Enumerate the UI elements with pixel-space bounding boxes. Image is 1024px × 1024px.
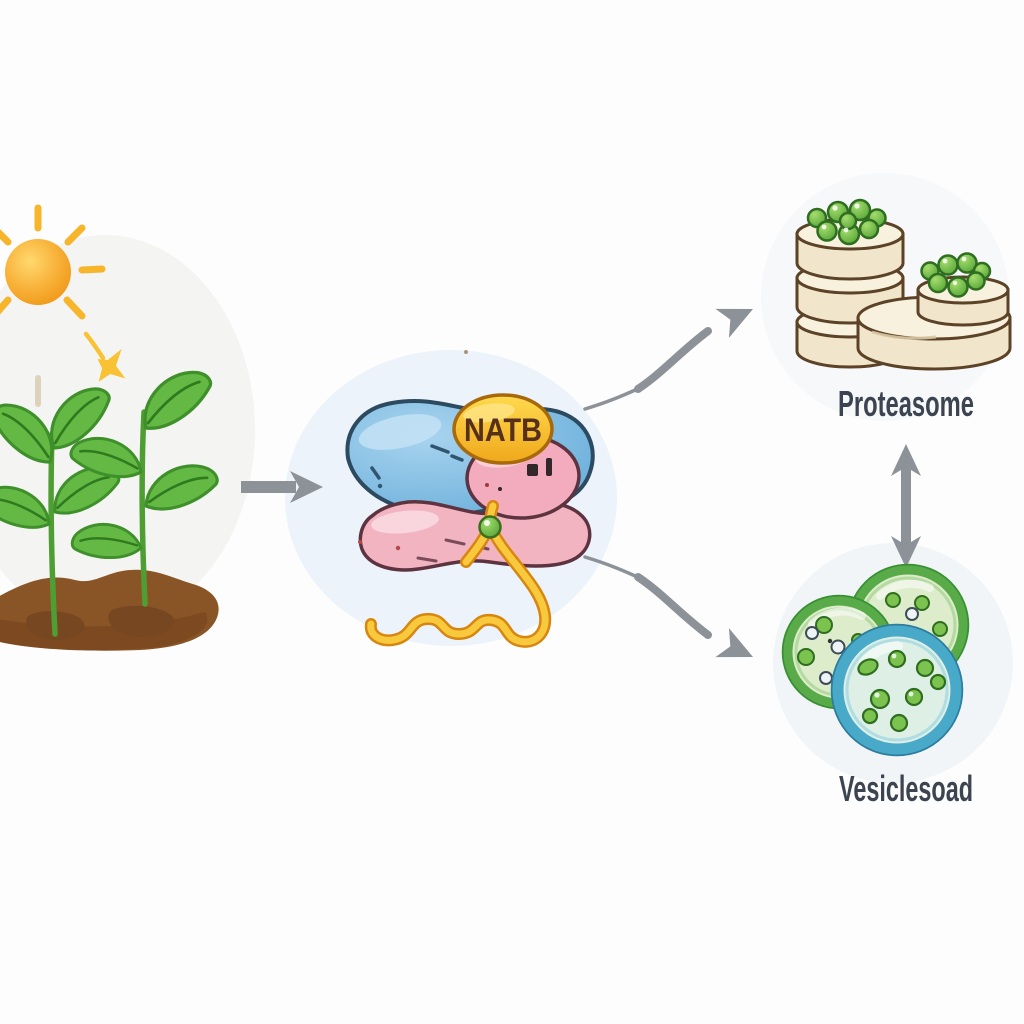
halo-plant xyxy=(0,235,255,625)
speck xyxy=(464,350,468,354)
blue-dot xyxy=(377,483,383,489)
arrow-complex-to-proteasome-icon xyxy=(583,308,753,411)
pink-large-highlight xyxy=(371,510,439,534)
natb-badge: NATB xyxy=(452,393,554,465)
pea-highlights-right xyxy=(942,256,967,286)
pink-small-dot xyxy=(485,483,489,487)
pink-dot xyxy=(358,540,362,544)
badge-highlight xyxy=(463,403,515,423)
protein-complex-icon: NATB xyxy=(345,350,595,648)
sparkle-icon xyxy=(83,331,126,382)
pink-dot xyxy=(395,545,401,551)
seedlings-icon xyxy=(0,360,223,651)
bead-highlight xyxy=(484,520,490,526)
arrow-complex-to-vesicles-icon xyxy=(583,555,753,658)
pink-small-mark xyxy=(546,458,552,476)
sun-rays xyxy=(0,204,106,407)
double-arrow-proteasome-vesicles-icon xyxy=(891,444,921,568)
proteasome-icon xyxy=(795,198,1012,371)
soil-shadow xyxy=(0,612,208,651)
proteasome-right-stack xyxy=(856,275,1012,371)
proteasome-label: Proteasome xyxy=(838,383,974,424)
pink-small-mark xyxy=(527,464,538,476)
peptide-ribbon-icon xyxy=(364,500,552,648)
pea-cluster-right xyxy=(920,252,992,298)
blue-highlight xyxy=(358,414,442,450)
pea-highlights-left xyxy=(821,203,860,233)
vesicle-blue xyxy=(830,623,964,757)
soil-patch xyxy=(108,605,175,638)
vesicle-speck xyxy=(827,638,833,644)
sun-icon xyxy=(0,204,126,407)
arrow-plant-to-complex-icon xyxy=(241,471,323,503)
vesicles-label: Vesiclesoad xyxy=(839,768,973,809)
green-bead xyxy=(478,515,502,539)
pink-small-dot xyxy=(498,487,502,491)
natb-badge-label: NATB xyxy=(464,412,542,448)
sun-disc xyxy=(5,239,71,305)
vesicles-icon xyxy=(781,563,970,757)
